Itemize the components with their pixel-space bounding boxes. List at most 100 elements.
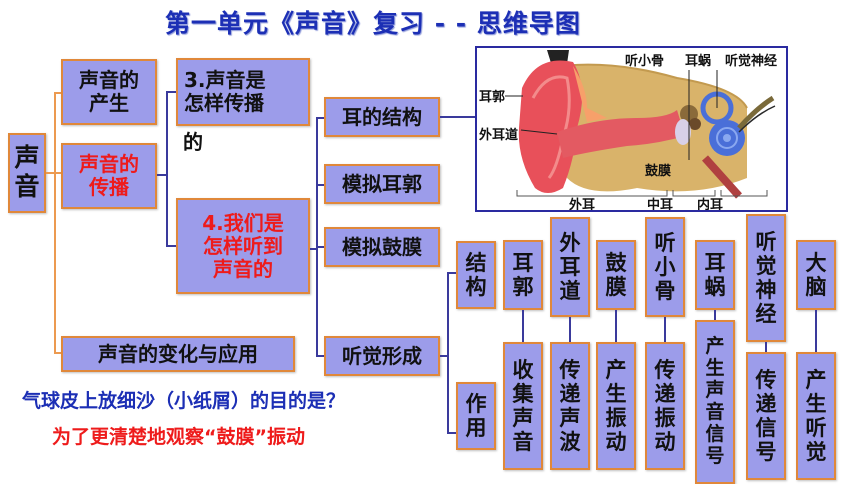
connector-level3-branch xyxy=(316,117,325,119)
cell-char: 号 xyxy=(705,444,725,467)
cell-char: 声 xyxy=(705,379,725,402)
cell-char: 耳 xyxy=(512,250,534,275)
cell-char: 动 xyxy=(654,430,676,455)
function-produce-hearing[interactable]: 产 生 听 觉 xyxy=(796,352,836,480)
ear-label-cochlea: 耳蜗 xyxy=(685,54,712,69)
cell-char: 声 xyxy=(512,406,534,430)
root-node-sound[interactable]: 声 音 xyxy=(8,133,46,213)
node-label-line: 4.我们是 xyxy=(202,210,284,235)
node-label: 模拟耳郭 xyxy=(342,171,422,196)
structure-brain[interactable]: 大 脑 xyxy=(796,240,836,310)
connector-propagation xyxy=(157,174,167,176)
cell-char: 递 xyxy=(559,381,581,406)
row-header-char: 结 xyxy=(465,250,487,275)
structure-auditory-nerve[interactable]: 听 觉 神 经 xyxy=(746,214,786,342)
connector-column xyxy=(765,342,767,352)
cell-char: 觉 xyxy=(755,253,777,278)
connector-level3-branch xyxy=(316,184,325,186)
cell-char: 产 xyxy=(805,367,827,392)
cell-char: 生 xyxy=(605,381,627,406)
cell-char: 号 xyxy=(755,440,777,465)
page-title: 第一单元《声音》复习 - - 思维导图 xyxy=(165,9,581,38)
cell-char: 收 xyxy=(512,357,534,382)
cell-char: 鼓 xyxy=(605,250,627,275)
node-simulate-eardrum[interactable]: 模拟鼓膜 xyxy=(324,227,440,267)
row-header-char: 用 xyxy=(465,416,487,440)
node-hearing-formation[interactable]: 听觉形成 xyxy=(324,336,440,376)
cell-char: 生 xyxy=(805,391,827,416)
function-transmit-sound-wave[interactable]: 传 递 声 波 xyxy=(550,342,590,470)
cell-char: 膜 xyxy=(605,275,627,299)
cell-char: 道 xyxy=(559,279,581,304)
structure-eardrum[interactable]: 鼓 膜 xyxy=(596,240,636,310)
node-label: 耳的结构 xyxy=(342,104,422,129)
node-label-line: 怎样听到 xyxy=(203,233,283,258)
cell-char: 神 xyxy=(755,278,777,302)
cell-char: 听 xyxy=(755,229,777,254)
connector-level2-branch xyxy=(166,245,177,247)
node-sound-propagation[interactable]: 声音的 传播 xyxy=(61,143,157,209)
cell-char: 蜗 xyxy=(704,275,726,299)
cell-char: 动 xyxy=(605,430,627,455)
cell-char: 传 xyxy=(559,357,581,382)
ear-label-outer-ear: 外耳 xyxy=(569,198,596,212)
cell-char: 产 xyxy=(605,357,627,382)
cell-char: 耳 xyxy=(559,254,581,279)
connector-level1-branch xyxy=(54,172,62,174)
ear-illustration-icon xyxy=(505,50,776,199)
ear-label-eardrum: 鼓膜 xyxy=(645,164,672,179)
connector-row-header-branch xyxy=(447,432,457,434)
ear-label-middle-ear: 中耳 xyxy=(647,198,674,212)
cell-char: 听 xyxy=(654,230,676,255)
connector-column xyxy=(522,310,524,342)
function-collect-sound[interactable]: 收 集 声 音 xyxy=(503,342,543,470)
cell-char: 小 xyxy=(654,254,676,279)
cell-char: 耳 xyxy=(704,250,726,275)
connector-root xyxy=(46,172,56,174)
function-produce-sound-signal[interactable]: 产 生 声 音 信 号 xyxy=(695,320,735,484)
row-header-structure: 结 构 xyxy=(456,241,496,309)
node-label-line: 怎样传播 xyxy=(184,91,264,115)
node-overflow-text: 的 xyxy=(183,130,203,154)
cell-char: 集 xyxy=(512,381,534,406)
ear-label-pinna: 耳郭 xyxy=(479,90,506,105)
connector-level3-trunk xyxy=(316,117,318,357)
connector-column xyxy=(815,310,817,352)
function-transmit-signal[interactable]: 传 递 信 号 xyxy=(746,352,786,480)
row-header-char: 构 xyxy=(465,275,487,299)
connector-row-header-trunk xyxy=(447,272,449,434)
cell-char: 外 xyxy=(559,230,581,255)
cell-char: 生 xyxy=(705,357,725,380)
node-label-line: 声音的 xyxy=(79,152,139,176)
function-transmit-vibration[interactable]: 传 递 振 动 xyxy=(645,342,685,470)
question-text: 气球皮上放细沙（小纸屑）的目的是？ xyxy=(22,390,346,412)
structure-pinna[interactable]: 耳 郭 xyxy=(503,240,543,310)
node-how-we-hear[interactable]: 4.我们是 怎样听到 声音的 xyxy=(176,198,310,294)
connector-column xyxy=(664,317,666,342)
row-header-char: 作 xyxy=(465,391,487,416)
connector-ear-diagram xyxy=(440,116,476,118)
node-sound-variation-application[interactable]: 声音的变化与应用 xyxy=(61,336,295,372)
structure-ear-canal[interactable]: 外 耳 道 xyxy=(550,217,590,317)
root-label-char: 音 xyxy=(14,172,40,201)
node-simulate-pinna[interactable]: 模拟耳郭 xyxy=(324,164,440,204)
structure-cochlea[interactable]: 耳 蜗 xyxy=(695,240,735,310)
node-ear-structure[interactable]: 耳的结构 xyxy=(324,97,440,137)
connector-level1-trunk xyxy=(54,92,56,354)
cell-char: 振 xyxy=(654,406,676,430)
node-label: 声音的变化与应用 xyxy=(98,341,258,366)
node-how-sound-travels[interactable]: 3.声音是 怎样传播 xyxy=(176,58,310,126)
connector-hearing-formation xyxy=(440,355,448,357)
connector-column xyxy=(714,310,716,320)
connector-level3-branch xyxy=(316,246,325,248)
cell-char: 骨 xyxy=(654,279,676,304)
answer-text: 为了更清楚地观察“鼓膜”振动 xyxy=(52,426,305,448)
structure-ossicles[interactable]: 听 小 骨 xyxy=(645,217,685,317)
node-sound-production[interactable]: 声音的 产生 xyxy=(61,59,157,125)
function-produce-vibration[interactable]: 产 生 振 动 xyxy=(596,342,636,470)
cell-char: 产 xyxy=(705,335,725,358)
node-label-line: 产生 xyxy=(89,91,129,115)
connector-column xyxy=(615,310,617,342)
connector-row-header-branch xyxy=(447,272,457,274)
cell-char: 信 xyxy=(705,422,725,445)
